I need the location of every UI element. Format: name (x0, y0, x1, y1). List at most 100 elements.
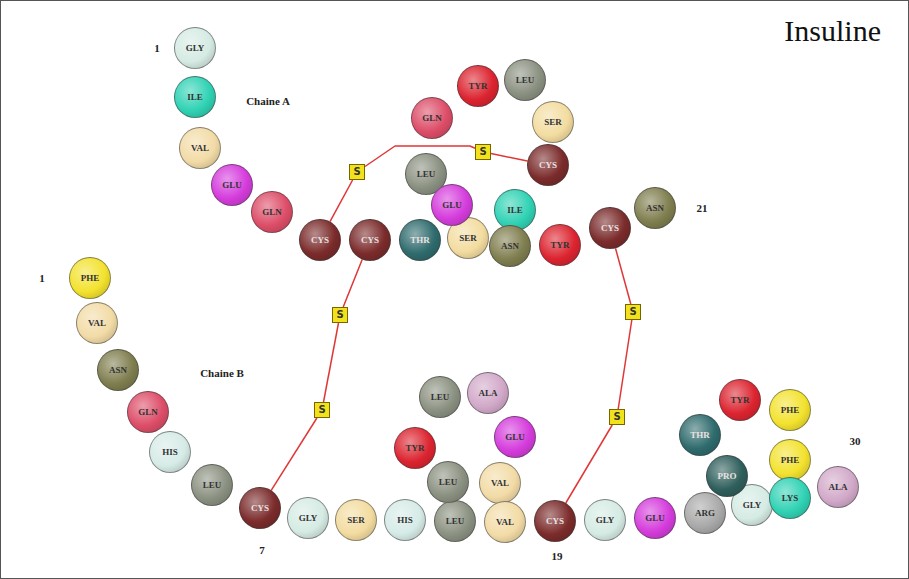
amino-acid-circle: ALA (467, 372, 509, 414)
disulfide-bond (343, 260, 362, 308)
residue-name: TYR (730, 396, 749, 405)
residue-name: TYR (405, 444, 424, 453)
disulfide-box: S (314, 402, 330, 418)
residue-name: HIS (162, 448, 178, 457)
amino-acid-circle: TYR (719, 379, 761, 421)
amino-acid-circle: PHE (769, 439, 811, 481)
residue-name: LEU (203, 481, 222, 490)
chain-label: Chaine B (200, 367, 244, 379)
amino-acid-circle: GLU (494, 416, 536, 458)
amino-acid-circle: LEU (419, 376, 461, 418)
amino-acid-circle: HIS (384, 499, 426, 541)
amino-acid-circle: LEU (434, 500, 476, 542)
amino-acid-circle: VAL (179, 127, 221, 169)
disulfide-bond (330, 180, 353, 222)
disulfide-box: S (332, 307, 348, 323)
amino-acid-circle: ALA (817, 466, 859, 508)
disulfide-bond (618, 320, 632, 409)
amino-acid-circle: TYR (539, 224, 581, 266)
disulfide-bond (491, 154, 527, 161)
residue-name: CYS (251, 504, 269, 513)
amino-acid-circle: GLY (584, 499, 626, 541)
residue-name: ILE (187, 93, 203, 102)
residue-name: ALA (478, 389, 497, 398)
residue-name: ARG (695, 509, 715, 518)
amino-acid-circle: CYS (589, 207, 631, 249)
amino-acid-circle: GLN (411, 97, 453, 139)
amino-acid-circle: GLN (251, 191, 293, 233)
residue-name: LEU (516, 76, 535, 85)
residue-name: GLN (422, 114, 442, 123)
residue-name: GLU (222, 181, 242, 190)
amino-acid-circle: PHE (769, 389, 811, 431)
residue-name: PHE (81, 274, 100, 283)
residue-name: GLY (743, 501, 762, 510)
disulfide-bond (271, 418, 317, 490)
disulfide-box: S (625, 304, 641, 320)
amino-acid-circle: HIS (149, 431, 191, 473)
residue-name: ALA (828, 483, 847, 492)
diagram-title: Insuline (784, 14, 881, 48)
sulfur-label: S (353, 167, 360, 177)
amino-acid-circle: ARG (684, 492, 726, 534)
amino-acid-circle: SER (335, 499, 377, 541)
disulfide-bond (616, 248, 631, 304)
amino-acid-circle: GLN (127, 391, 169, 433)
residue-name: GLU (505, 433, 525, 442)
sulfur-label: S (336, 310, 343, 320)
residue-name: LEU (439, 478, 458, 487)
amino-acid-circle: CYS (239, 487, 281, 529)
amino-acid-circle: GLY (287, 497, 329, 539)
residue-name: GLN (262, 208, 282, 217)
residue-name: VAL (496, 518, 514, 527)
residue-name: CYS (539, 161, 557, 170)
residue-name: GLY (186, 44, 205, 53)
disulfide-bond (566, 425, 612, 503)
residue-name: GLN (138, 408, 158, 417)
residue-name: VAL (491, 479, 509, 488)
amino-acid-circle: CYS (349, 219, 391, 261)
amino-acid-circle: GLU (431, 184, 473, 226)
residue-name: TYR (550, 241, 569, 250)
amino-acid-circle: TYR (394, 427, 436, 469)
amino-acid-circle: PHE (69, 257, 111, 299)
amino-acid-circle: GLY (174, 27, 216, 69)
sulfur-label: S (613, 412, 620, 422)
residue-name: VAL (191, 144, 209, 153)
residue-name: PHE (781, 406, 800, 415)
residue-name: PRO (718, 472, 737, 481)
sulfur-label: S (479, 147, 486, 157)
amino-acid-circle: LYS (769, 477, 811, 519)
amino-acid-circle: ASN (489, 225, 531, 267)
amino-acid-circle: ASN (634, 187, 676, 229)
residue-name: CYS (601, 224, 619, 233)
amino-acid-circle: THR (399, 219, 441, 261)
residue-name: CYS (311, 236, 329, 245)
residue-number: 30 (850, 435, 861, 447)
amino-acid-circle: PRO (706, 455, 748, 497)
residue-number: 1 (39, 272, 45, 284)
disulfide-bond (324, 323, 339, 402)
residue-name: ASN (646, 204, 664, 213)
residue-number: 21 (697, 202, 708, 214)
residue-name: THR (410, 236, 430, 245)
residue-number: 19 (552, 550, 563, 562)
residue-name: VAL (88, 319, 106, 328)
sulfur-label: S (318, 405, 325, 415)
residue-name: GLY (596, 516, 615, 525)
residue-name: GLY (299, 514, 318, 523)
amino-acid-circle: GLU (211, 164, 253, 206)
amino-acid-circle: THR (679, 414, 721, 456)
residue-name: GLU (645, 514, 665, 523)
residue-name: ILE (507, 206, 523, 215)
amino-acid-circle: ASN (97, 349, 139, 391)
residue-number: 7 (259, 544, 265, 556)
amino-acid-circle: CYS (299, 219, 341, 261)
amino-acid-circle: GLU (634, 497, 676, 539)
amino-acid-circle: CYS (534, 500, 576, 542)
residue-name: CYS (546, 517, 564, 526)
amino-acid-circle: LEU (191, 464, 233, 506)
sulfur-label: S (629, 307, 636, 317)
residue-name: ASN (109, 366, 127, 375)
